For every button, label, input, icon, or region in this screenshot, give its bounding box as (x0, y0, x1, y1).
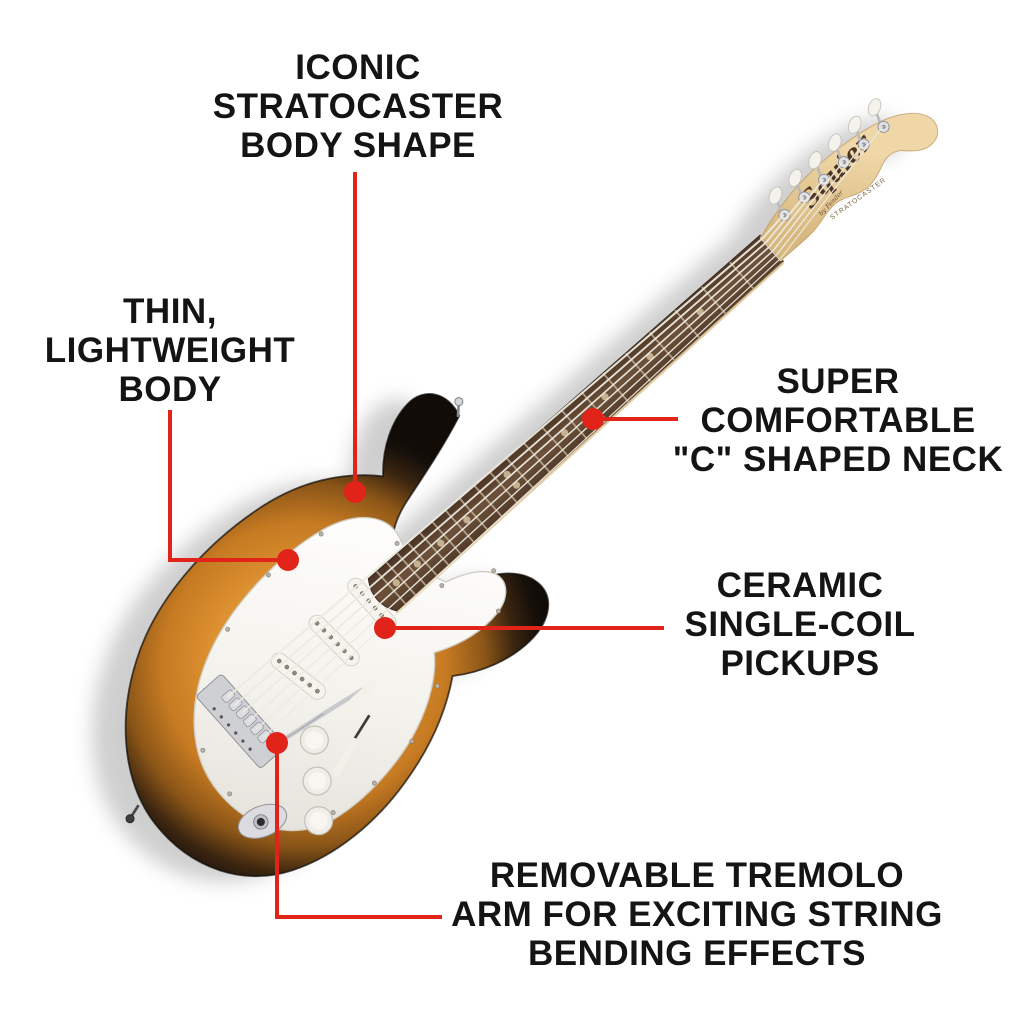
callout-line: BENDING EFFECTS (527, 934, 867, 973)
connector-tremolo-line-v (275, 743, 279, 919)
callout-line: ARM FOR EXCITING STRING (451, 895, 943, 934)
tuning-machines (768, 98, 890, 222)
connector-lightweight-line-v (168, 410, 172, 562)
callout-line: THIN, (123, 292, 217, 331)
connector-body-shape-dot (344, 481, 366, 503)
connector-tremolo-dot (266, 732, 288, 754)
connector-neck-line (593, 417, 678, 421)
tone-knob-1 (302, 766, 332, 796)
fretboard-dot-inlays (392, 308, 704, 587)
callout-pickups: CERAMIC SINGLE-COIL PICKUPS (684, 566, 915, 683)
callout-tremolo-arm: REMOVABLE TREMOLO ARM FOR EXCITING STRIN… (451, 856, 943, 973)
callout-lightweight-body: THIN, LIGHTWEIGHT BODY (45, 292, 295, 409)
strap-button-horn (454, 397, 464, 417)
callout-line: SINGLE-COIL (684, 605, 916, 644)
callout-body-shape: ICONIC STRATOCASTER BODY SHAPE (213, 48, 504, 165)
callout-line: "C" SHAPED NECK (672, 440, 1004, 479)
volume-knob (299, 725, 329, 755)
connector-lightweight-line-h (168, 558, 288, 562)
output-jack (237, 803, 288, 839)
callout-line: LIGHTWEIGHT (44, 331, 296, 370)
callout-line: REMOVABLE TREMOLO (489, 856, 905, 895)
connector-body-shape-line (353, 172, 357, 492)
connector-lightweight-dot (277, 549, 299, 571)
tremolo-arm-tip (349, 678, 378, 706)
callout-line: BODY (118, 370, 222, 409)
tone-knob-2 (304, 806, 334, 836)
callout-line: CERAMIC (716, 566, 884, 605)
callout-line: STRATOCASTER (212, 87, 504, 126)
connector-pickups-dot (374, 617, 396, 639)
callout-line: PICKUPS (720, 644, 880, 683)
strap-button-bottom (125, 804, 140, 824)
callout-line: ICONIC (295, 48, 421, 87)
selector-switch (333, 714, 371, 777)
callout-line: COMFORTABLE (700, 401, 976, 440)
connector-tremolo-line-h (277, 915, 442, 919)
strings (226, 125, 884, 738)
connector-pickups-line (385, 626, 664, 630)
headstock: Squier by Fender STRATOCASTER (750, 87, 945, 271)
callout-line: BODY SHAPE (240, 126, 476, 165)
connector-neck-dot (582, 408, 604, 430)
callout-c-shaped-neck: SUPER COMFORTABLE "C" SHAPED NECK (673, 362, 1003, 479)
callout-line: SUPER (776, 362, 900, 401)
